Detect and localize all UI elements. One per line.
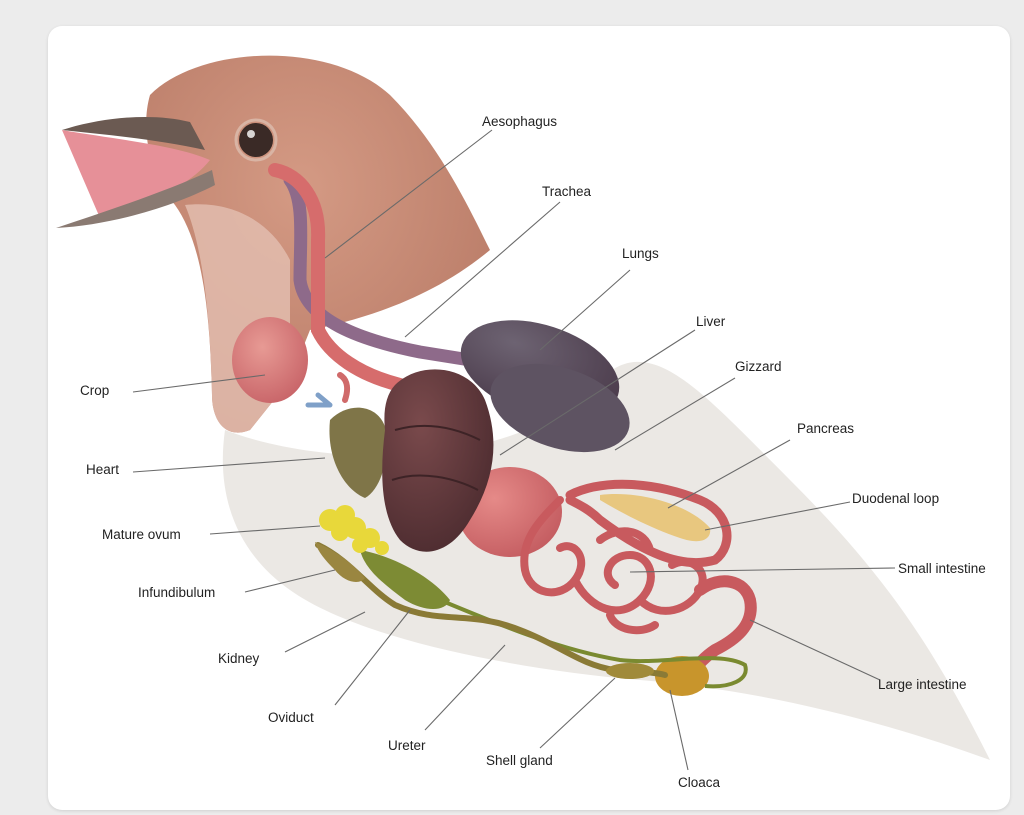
bird-beak-lower	[56, 170, 215, 228]
shell-gland-organ	[606, 663, 654, 679]
label-kidney: Kidney	[218, 651, 260, 666]
eye-icon	[239, 123, 273, 157]
infundibulum-organ	[315, 542, 365, 582]
labels: Aesophagus Trachea Lungs Liver Gizzard P…	[80, 114, 986, 790]
label-shell-gland: Shell gland	[486, 753, 553, 768]
label-mature-ovum: Mature ovum	[102, 527, 181, 542]
label-trachea: Trachea	[542, 184, 592, 199]
label-gizzard: Gizzard	[735, 359, 782, 374]
label-infundibulum: Infundibulum	[138, 585, 215, 600]
trachea-organ	[283, 173, 477, 367]
crop-organ	[232, 317, 308, 403]
label-pancreas: Pancreas	[797, 421, 854, 436]
label-ureter: Ureter	[388, 738, 426, 753]
bird-mouth	[62, 130, 210, 218]
pancreas-organ	[600, 494, 711, 542]
label-duodenal-loop: Duodenal loop	[852, 491, 939, 506]
small-intestine-organ	[520, 496, 707, 635]
esophagus-organ	[268, 163, 407, 392]
liver-organ	[382, 369, 494, 552]
mature-ovum-organ	[319, 505, 389, 555]
label-large-intestine: Large intestine	[878, 677, 967, 692]
label-liver: Liver	[696, 314, 726, 329]
duodenal-loop-organ	[565, 479, 732, 568]
label-small-intestine: Small intestine	[898, 561, 986, 576]
label-heart: Heart	[86, 462, 119, 477]
label-lungs: Lungs	[622, 246, 659, 261]
label-crop: Crop	[80, 383, 109, 398]
label-oviduct: Oviduct	[268, 710, 314, 725]
label-aesophagus: Aesophagus	[482, 114, 557, 129]
label-cloaca: Cloaca	[678, 775, 721, 790]
cloaca-organ	[655, 656, 709, 696]
leader-lines	[132, 129, 896, 771]
heart-organ	[329, 407, 387, 498]
kidney-organ	[360, 550, 450, 609]
bird-beak-upper	[62, 116, 205, 150]
